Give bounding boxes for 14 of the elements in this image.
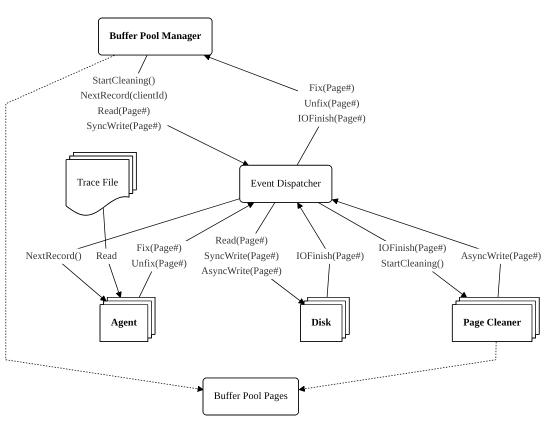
arrow — [298, 342, 496, 392]
arrow — [102, 208, 122, 298]
arrow — [332, 198, 502, 298]
edge-label: Read — [96, 250, 117, 262]
edge-label: AsyncWrite(Page#) — [460, 250, 542, 262]
edge-label: IOFinish(Page#) StartCleaning() — [378, 243, 446, 270]
arrow — [5, 55, 204, 392]
arrow — [318, 202, 468, 298]
edge-label: Read(Page#) SyncWrite(Page#) AsyncWrite(Page#) — [201, 236, 282, 277]
edge-label: IOFinish(Page#) — [296, 250, 364, 262]
edge-label: StartCleaning() NextRecord(clientId) Read(Page#) SyncWrite(Page#) — [80, 75, 168, 132]
edge-label: NextRecord() — [26, 250, 82, 262]
edge-label: Fix(Page#) Unfix(Page#) IOFinish(Page#) — [298, 83, 366, 124]
edge-label: Fix(Page#) Unfix(Page#) — [131, 243, 187, 270]
